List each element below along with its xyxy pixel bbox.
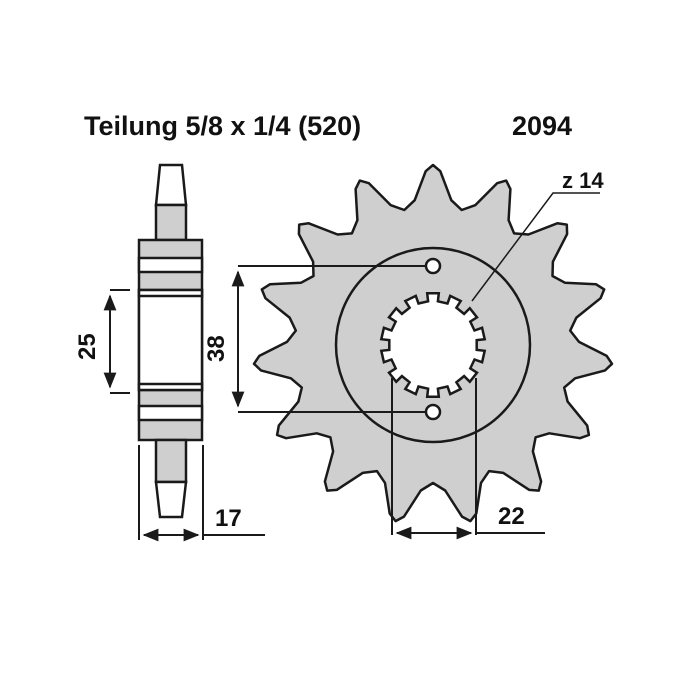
side-view [137, 163, 204, 519]
pitch-label: Teilung 5/8 x 1/4 (520) [84, 111, 362, 141]
width-dimension [138, 445, 265, 542]
width-label: 17 [215, 505, 242, 532]
teeth-label: z 14 [562, 168, 604, 193]
spline-label: 22 [498, 503, 525, 530]
bolt-spacing-dimension [231, 265, 425, 413]
sprocket-front-view [252, 163, 614, 523]
part-number: 2094 [512, 111, 573, 141]
spline-dimension [391, 378, 545, 540]
hub-height-dimension [103, 289, 130, 394]
hub-height-label: 25 [74, 333, 101, 360]
bolt-spacing-label: 38 [203, 335, 230, 362]
teeth-leader [471, 192, 600, 302]
